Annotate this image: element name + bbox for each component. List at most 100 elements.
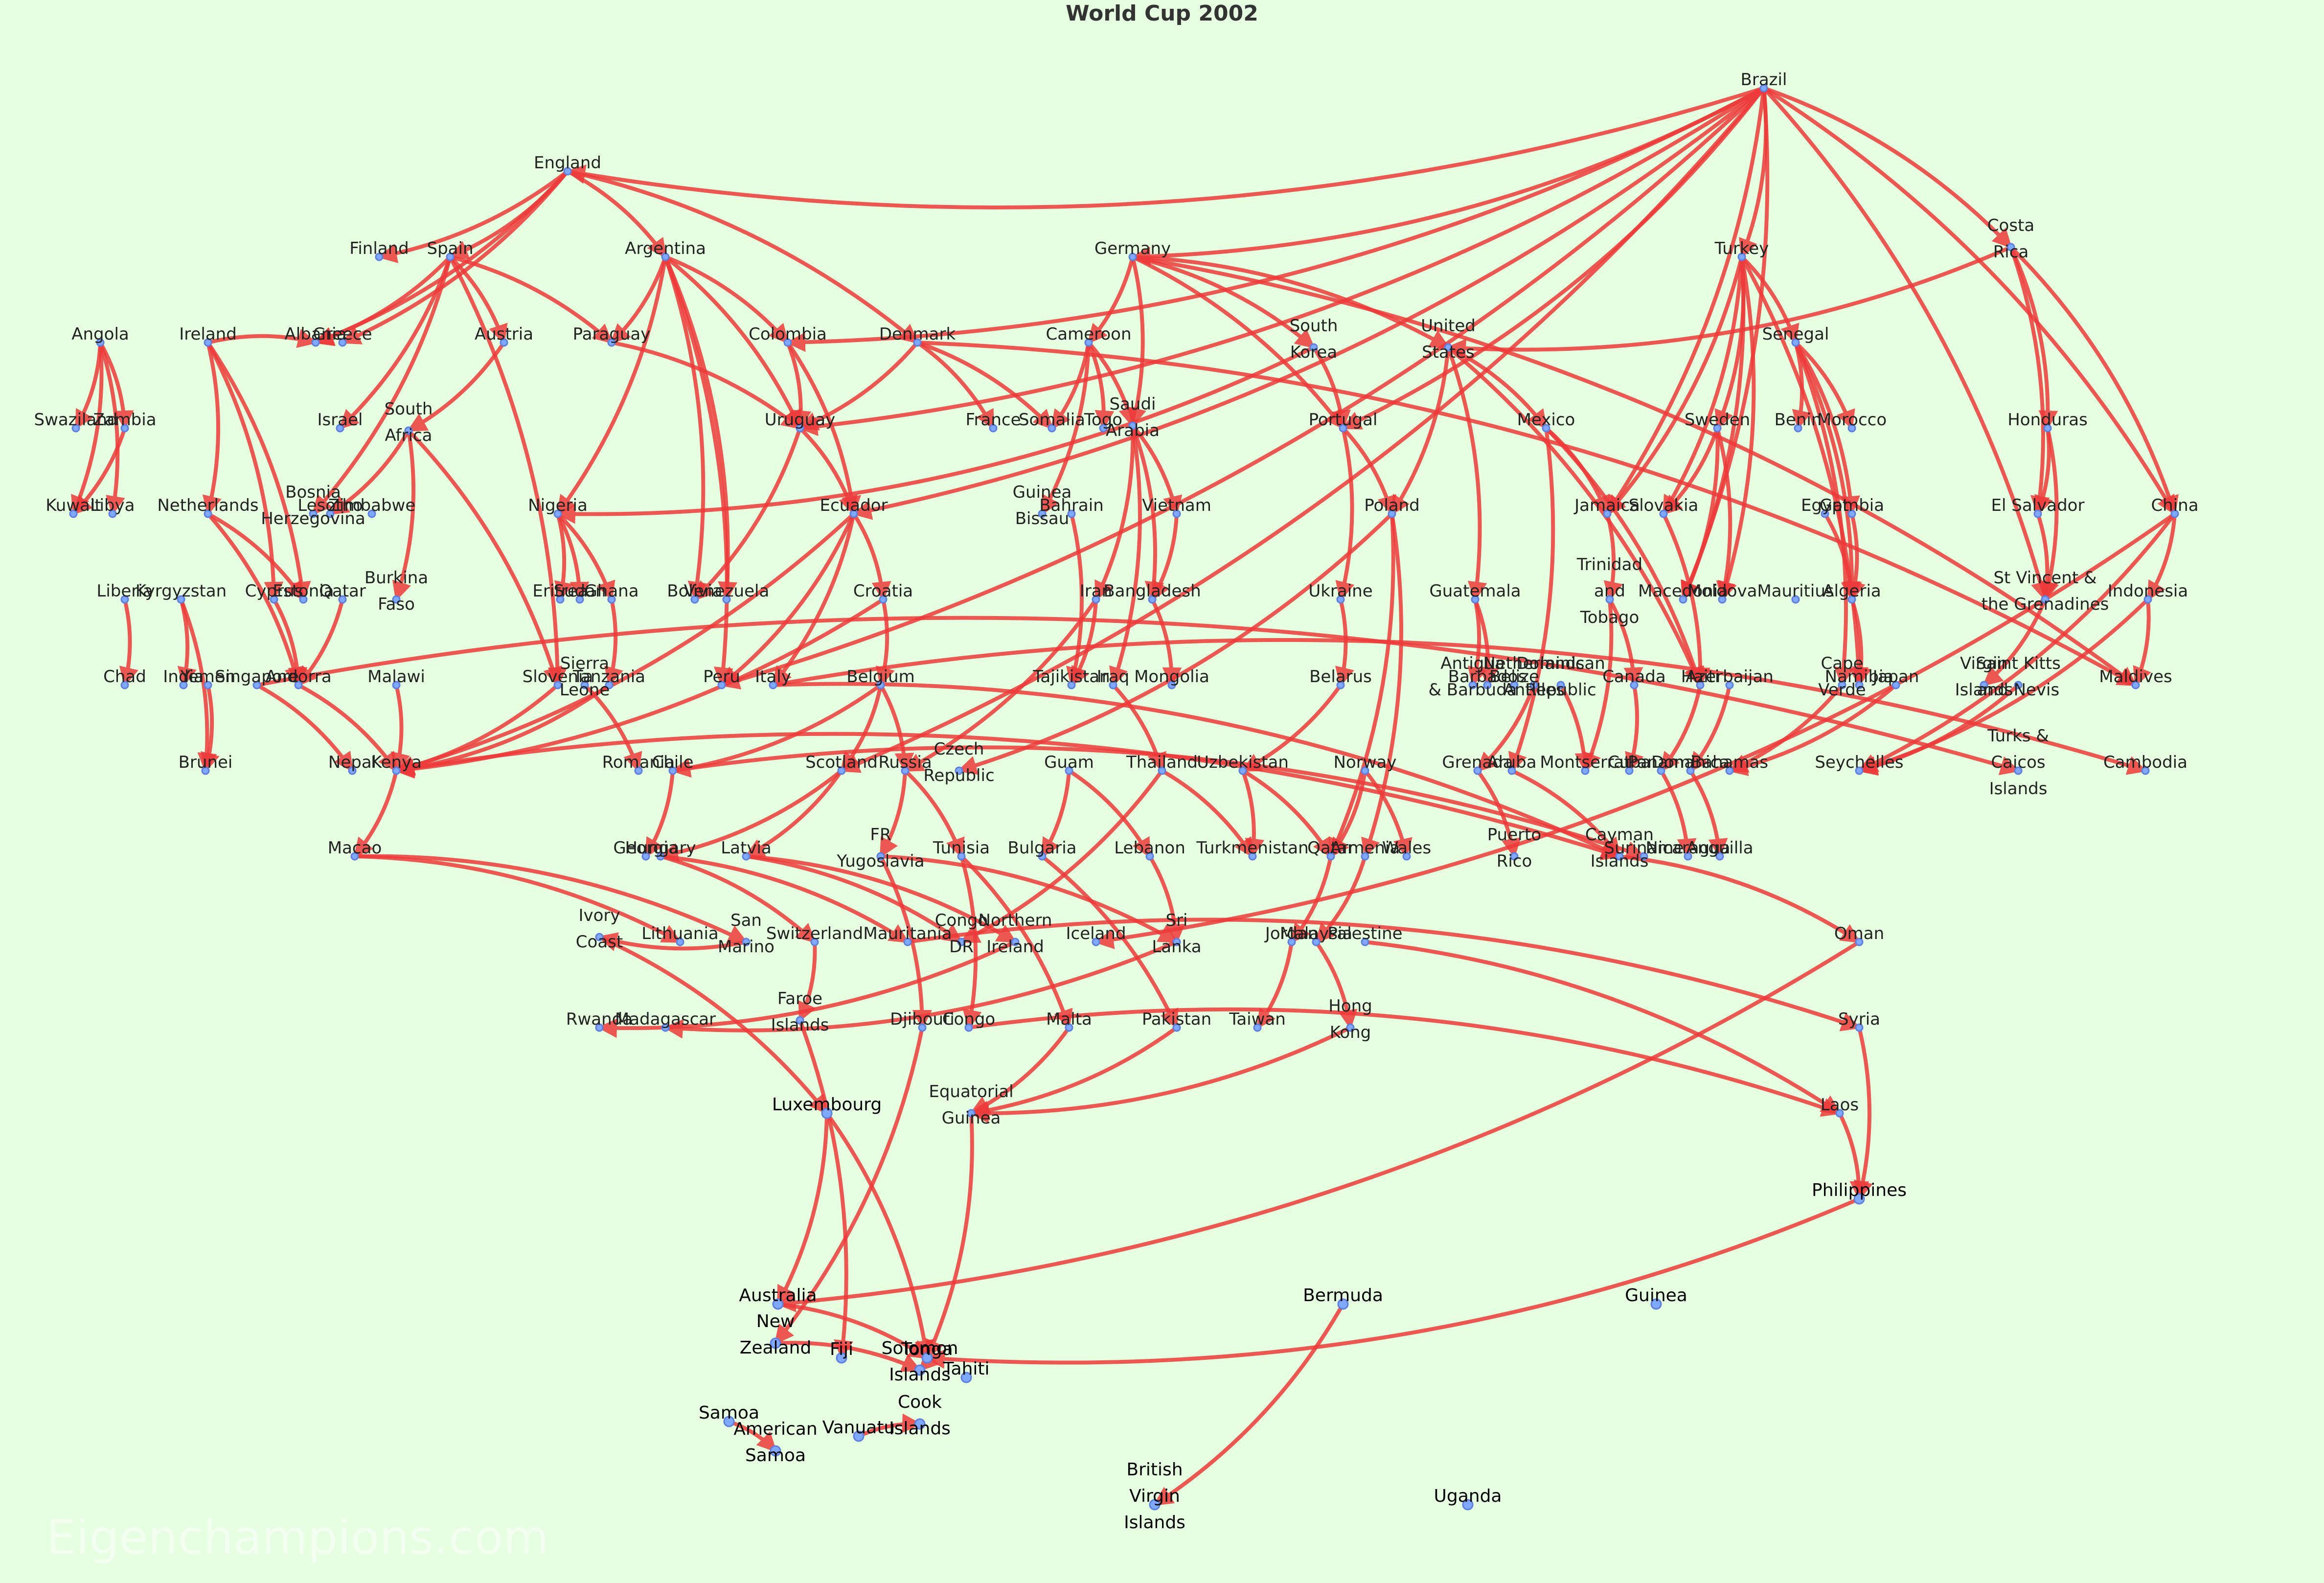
node-netherlands[interactable]: [204, 509, 212, 518]
node-belarus[interactable]: [1336, 681, 1345, 689]
node-costa-rica[interactable]: [2006, 243, 2015, 252]
node-lesotho[interactable]: [326, 509, 335, 518]
node-mongolia[interactable]: [1167, 681, 1176, 689]
node-belgium[interactable]: [876, 681, 885, 689]
node-luxembourg[interactable]: [821, 1107, 833, 1119]
node-venezuela[interactable]: [722, 595, 731, 604]
node-hungary[interactable]: [656, 852, 665, 861]
node-tanzania[interactable]: [605, 681, 614, 689]
node-bahamas[interactable]: [1725, 766, 1734, 775]
node-argentina[interactable]: [661, 252, 670, 261]
node-bolivia[interactable]: [690, 595, 699, 604]
node-dominican-republic[interactable]: [1556, 681, 1565, 689]
node-laos[interactable]: [1835, 1109, 1844, 1118]
node-sri-lanka[interactable]: [1172, 938, 1181, 946]
node-turks-caicos-islands[interactable]: [2014, 766, 2023, 775]
node-samoa[interactable]: [723, 1416, 735, 1427]
node-malta[interactable]: [1065, 1023, 1073, 1032]
node-mauritania[interactable]: [903, 938, 912, 946]
node-honduras[interactable]: [2043, 424, 2052, 433]
node-cameroon[interactable]: [1084, 338, 1093, 347]
node-nigeria[interactable]: [553, 509, 562, 518]
node-thailand[interactable]: [1158, 766, 1166, 775]
node-bahrain[interactable]: [1067, 509, 1076, 518]
node-mexico[interactable]: [1542, 424, 1550, 433]
node-switzerland[interactable]: [810, 938, 819, 946]
node-morocco[interactable]: [1847, 424, 1856, 433]
node-algeria[interactable]: [1847, 595, 1856, 604]
node-ireland[interactable]: [204, 338, 212, 347]
node-kuwait[interactable]: [69, 509, 78, 518]
node-iceland[interactable]: [1092, 938, 1100, 946]
node-trinidad-and-tobago[interactable]: [1605, 595, 1614, 604]
node-iran[interactable]: [1092, 595, 1100, 604]
node-colombia[interactable]: [783, 338, 792, 347]
node-japan[interactable]: [1891, 681, 1900, 689]
node-benin[interactable]: [1794, 424, 1802, 433]
node-burkina-faso[interactable]: [392, 595, 401, 604]
node-ghana[interactable]: [607, 595, 616, 604]
node-austria[interactable]: [500, 338, 508, 347]
node-kenya[interactable]: [392, 766, 401, 775]
node-montserrat[interactable]: [1581, 766, 1590, 775]
node-armenia[interactable]: [1361, 852, 1369, 861]
node-dominica[interactable]: [1686, 766, 1695, 775]
node-suriname[interactable]: [1640, 852, 1648, 861]
node-ukraine[interactable]: [1336, 595, 1345, 604]
node-india[interactable]: [179, 681, 188, 689]
node-cape-verde[interactable]: [1838, 681, 1846, 689]
node-south-korea[interactable]: [1309, 343, 1318, 352]
node-chile[interactable]: [668, 766, 677, 775]
node-somalia[interactable]: [1048, 424, 1056, 433]
node-st-vincent-the-grenadines[interactable]: [2041, 595, 2050, 604]
node-indonesia[interactable]: [2143, 595, 2152, 604]
node-angola[interactable]: [96, 338, 105, 347]
node-guam[interactable]: [1065, 766, 1073, 775]
node-turkmenistan[interactable]: [1248, 852, 1257, 861]
node-germany[interactable]: [1128, 252, 1137, 261]
node-kyrgyzstan[interactable]: [177, 595, 185, 604]
node-rwanda[interactable]: [595, 1023, 604, 1032]
node-uruguay[interactable]: [796, 424, 804, 433]
node-namibia[interactable]: [1855, 681, 1864, 689]
node-maldives[interactable]: [2131, 681, 2140, 689]
node-brazil[interactable]: [1759, 84, 1768, 92]
node-yemen[interactable]: [204, 681, 212, 689]
node-azerbaijan[interactable]: [1725, 681, 1734, 689]
node-slovakia[interactable]: [1659, 509, 1668, 518]
node-jordan[interactable]: [1287, 938, 1296, 946]
node-antigua-barbuda[interactable]: [1468, 681, 1477, 689]
node-solomon-islands[interactable]: [914, 1364, 926, 1376]
node-cayman-islands[interactable]: [1615, 852, 1624, 861]
node-new-zealand[interactable]: [770, 1337, 781, 1349]
node-swaziland[interactable]: [71, 424, 80, 433]
node-netherlands-antilles[interactable]: [1529, 681, 1538, 689]
node-bangladesh[interactable]: [1148, 595, 1157, 604]
node-turkey[interactable]: [1737, 252, 1746, 261]
node-tonga[interactable]: [921, 1352, 933, 1364]
node-denmark[interactable]: [913, 338, 922, 347]
node-belize[interactable]: [1510, 681, 1519, 689]
node-brunei[interactable]: [201, 766, 210, 775]
node-libya[interactable]: [108, 509, 117, 518]
node-pakistan[interactable]: [1172, 1023, 1181, 1032]
node-sweden[interactable]: [1713, 424, 1722, 433]
node-greece[interactable]: [338, 338, 347, 347]
node-haiti[interactable]: [1696, 681, 1705, 689]
node-lebanon[interactable]: [1145, 852, 1154, 861]
node-hong-kong[interactable]: [1346, 1023, 1355, 1032]
node-cuba[interactable]: [1625, 766, 1634, 775]
node-seychelles[interactable]: [1855, 766, 1864, 775]
node-australia[interactable]: [772, 1298, 784, 1310]
node-nicaragua[interactable]: [1684, 852, 1692, 861]
node-djibouti[interactable]: [918, 1023, 927, 1032]
node-oman[interactable]: [1855, 938, 1864, 946]
node-vanuatu[interactable]: [853, 1430, 865, 1442]
node-qatar[interactable]: [338, 595, 347, 604]
node-poland[interactable]: [1388, 509, 1396, 518]
node-eritrea[interactable]: [556, 595, 565, 604]
node-georgia[interactable]: [641, 852, 650, 861]
node-slovenia[interactable]: [553, 681, 562, 689]
node-israel[interactable]: [336, 424, 344, 433]
node-guinea-bissau[interactable]: [1038, 509, 1047, 518]
